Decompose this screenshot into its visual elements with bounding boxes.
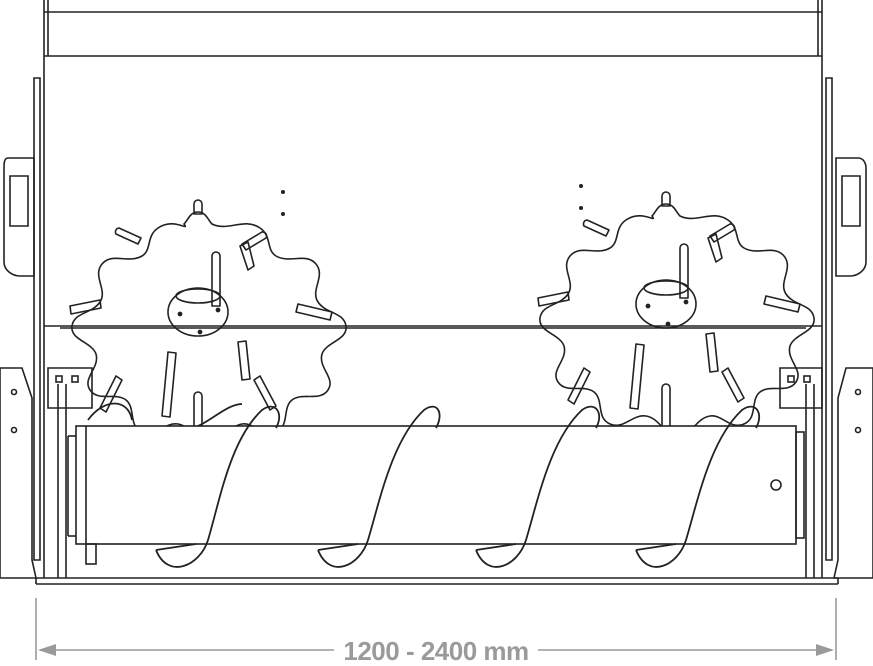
right-side-bracket	[779, 77, 873, 579]
right-spreader-rotor	[537, 191, 815, 437]
auger-helix	[87, 402, 761, 568]
width-dimension-label: 1200 - 2400 mm	[336, 636, 536, 666]
left-side-bracket	[0, 77, 93, 579]
bolt-markers	[281, 184, 583, 216]
left-spreader-rotor	[69, 199, 347, 445]
width-dimension-line	[35, 598, 837, 660]
auger-drum	[67, 425, 805, 565]
